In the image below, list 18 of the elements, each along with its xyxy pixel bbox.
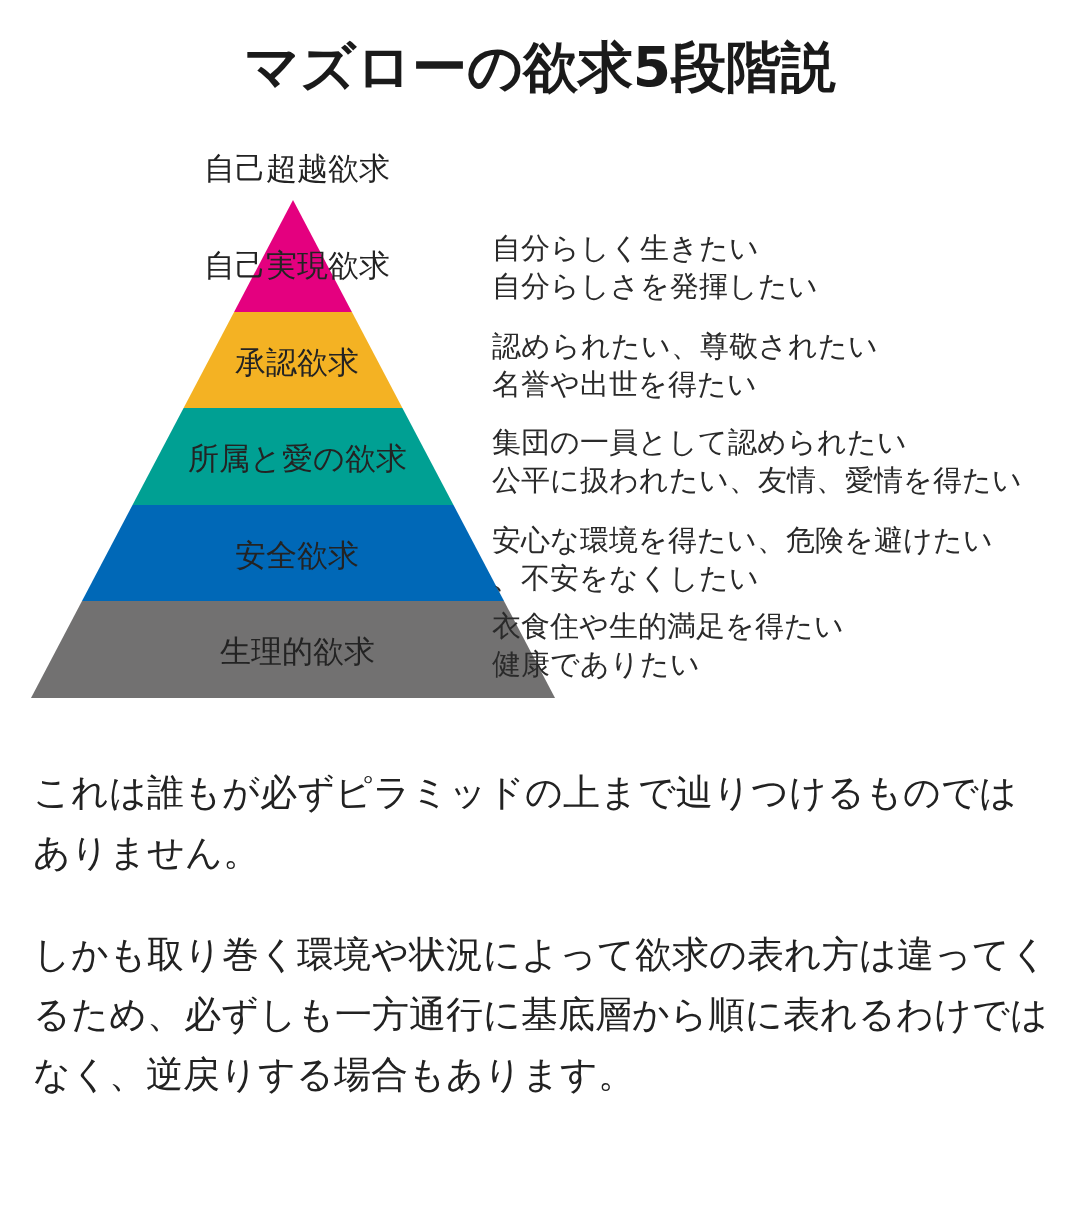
- tier-label: 所属と愛の欲求: [187, 439, 407, 477]
- description-text: 安心な環境を得たい、危険を避けたい: [492, 522, 993, 559]
- tier-label: 安全欲求: [235, 536, 359, 574]
- description-text: 認められたい、尊敬されたい: [492, 328, 878, 365]
- body-paragraph: これは誰もが必ずピラミッドの上まで辿りつけるものではありません。: [33, 770, 1018, 876]
- tier-label: 自己超越欲求: [204, 149, 390, 187]
- tier-label: 自己実現欲求: [204, 246, 390, 284]
- description-text: 衣食住や生的満足を得たい: [492, 608, 844, 645]
- description-text: 集団の一員として認められたい: [492, 424, 907, 461]
- description-text: 、不安をなくしたい: [492, 560, 759, 597]
- tier-label: 生理的欲求: [219, 632, 375, 670]
- title: マズローの欲求5段階説: [243, 36, 837, 98]
- description-text: 自分らしさを発揮したい: [492, 268, 818, 305]
- description-text: 自分らしく生きたい: [492, 230, 759, 267]
- body-paragraph: しかも取り巻く環境や状況によって欲求の表れ方は違ってくるため、必ずしも一方通行に基底層から順に表れるわけではなく、逆戻りする場合もあります。: [33, 932, 1049, 1098]
- description-text: 公平に扱われたい、友情、愛情を得たい: [492, 462, 1022, 499]
- description-text: 名誉や出世を得たい: [492, 366, 757, 403]
- tier-label: 承認欲求: [235, 343, 359, 381]
